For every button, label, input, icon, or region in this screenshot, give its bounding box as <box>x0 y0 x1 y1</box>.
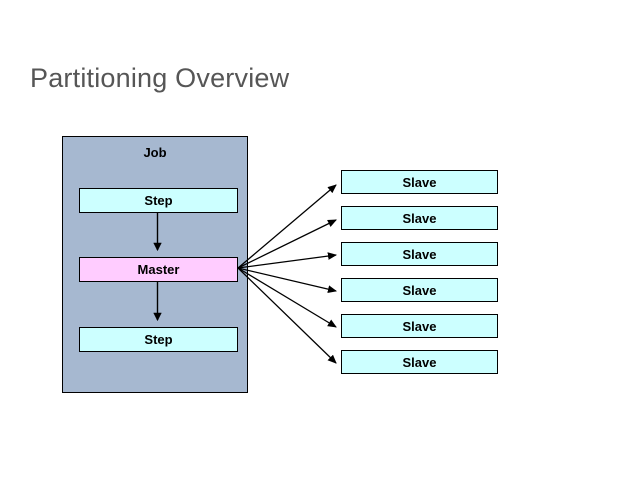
slave-box-2[interactable]: Slave <box>341 206 498 230</box>
fanout-arrow-2 <box>237 219 337 269</box>
fanout-arrow-5 <box>237 267 337 328</box>
node-step-1[interactable]: Step <box>79 188 238 213</box>
job-label: Job <box>143 145 167 160</box>
slave-box-5[interactable]: Slave <box>341 314 498 338</box>
fanout-arrow-1 <box>237 184 337 269</box>
node-step-2[interactable]: Step <box>79 327 238 352</box>
node-master[interactable]: Master <box>79 257 238 282</box>
slave-box-3[interactable]: Slave <box>341 242 498 266</box>
job-container: Job Step Master Step <box>62 136 248 393</box>
fanout-arrow-3 <box>237 252 338 269</box>
slave-box-6[interactable]: Slave <box>341 350 498 374</box>
fanout-arrow-6 <box>237 267 337 364</box>
page-title: Partitioning Overview <box>30 63 290 93</box>
slave-box-4[interactable]: Slave <box>341 278 498 302</box>
fanout-arrow-4 <box>237 267 338 293</box>
slave-box-1[interactable]: Slave <box>341 170 498 194</box>
